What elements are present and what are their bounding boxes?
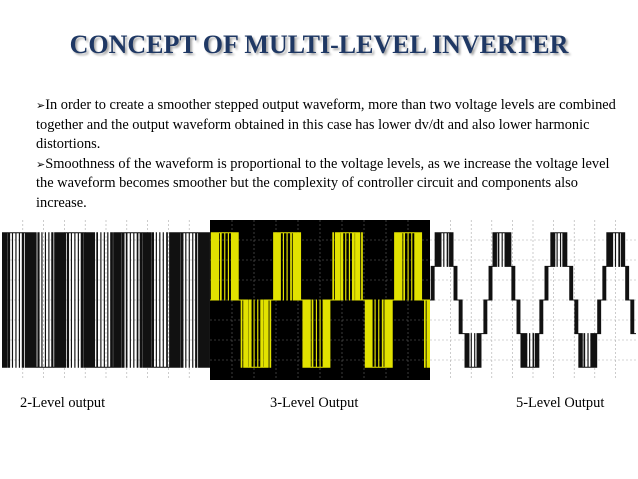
caption-two-level: 2-Level output (20, 395, 106, 411)
waveform-trace (430, 232, 636, 368)
five-level-waveform-plot (430, 220, 636, 380)
five-level-waveform-panel (430, 220, 636, 380)
slide-title: CONCEPT OF MULTI-LEVEL INVERTER (69, 30, 569, 59)
caption-five-level: 5-Level Output (516, 395, 605, 411)
three-level-waveform-panel (210, 220, 430, 380)
three-level-waveform-plot (210, 220, 430, 380)
paragraph-1-text: In order to create a smoother stepped ou… (36, 97, 616, 152)
two-level-waveform-panel (2, 220, 210, 380)
waveform-trace (210, 232, 430, 368)
body-text: ➢In order to create a smoother stepped o… (36, 96, 616, 213)
waveform-trace (2, 232, 210, 368)
two-level-waveform-plot (2, 220, 210, 380)
arrow-right-bullet-icon: ➢ (36, 99, 46, 112)
paragraph-2-text: Smoothness of the waveform is proportion… (36, 155, 610, 211)
caption-three-level: 3-Level Output (270, 395, 359, 411)
paragraph-2: ➢Smoothness of the waveform is proportio… (36, 155, 616, 214)
paragraph-1: ➢In order to create a smoother stepped o… (36, 96, 616, 155)
arrow-right-bullet-icon: ➢ (36, 157, 46, 171)
